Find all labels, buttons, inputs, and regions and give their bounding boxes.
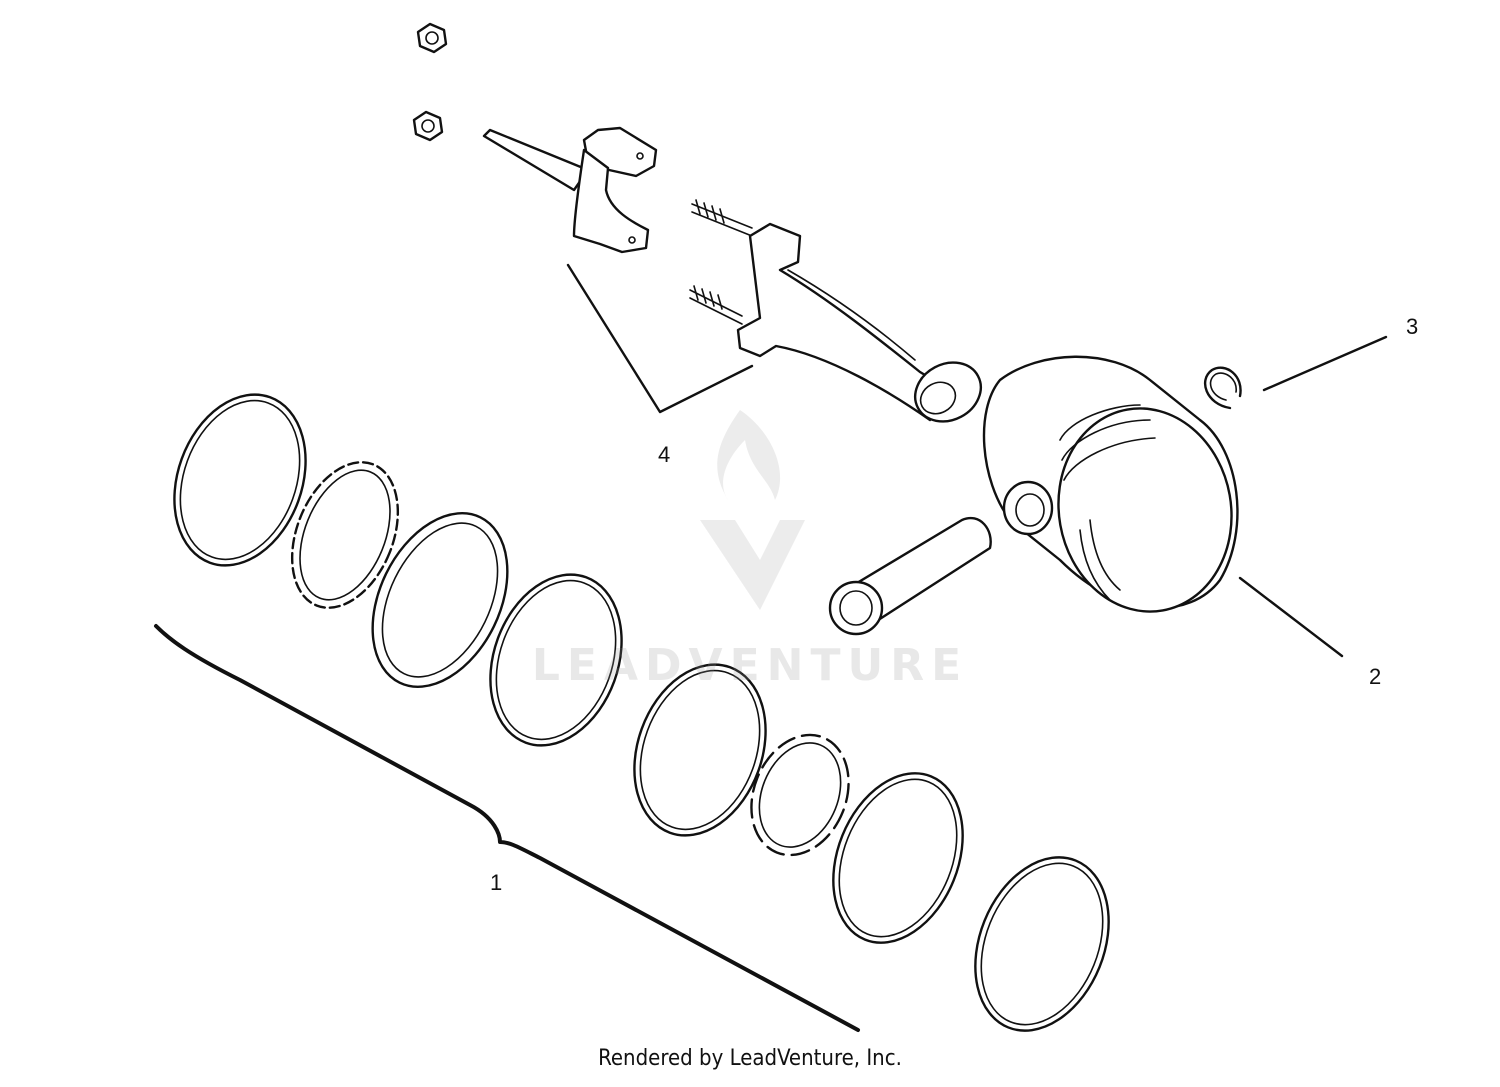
ring-oil-1 <box>371 512 509 688</box>
ring-compression-2 <box>489 573 623 747</box>
piston <box>982 355 1239 613</box>
ring-compression-4 <box>832 772 964 944</box>
rod-cap <box>482 126 658 254</box>
callout-3-label: 3 <box>1406 314 1418 339</box>
piston-pin <box>828 516 992 636</box>
connecting-rod <box>689 199 982 423</box>
callout-2-label: 2 <box>1369 664 1381 689</box>
ring-expander-1 <box>290 461 400 609</box>
callout-3-leader <box>1262 335 1388 392</box>
ring-compression-3 <box>633 663 767 837</box>
callout-1-label: 1 <box>490 870 502 895</box>
callout-4-label: 4 <box>658 442 670 467</box>
leadventure-logo-watermark <box>700 410 805 610</box>
ring-expander-2 <box>750 733 850 857</box>
footer-credit: Rendered by LeadVenture, Inc. <box>598 1046 902 1071</box>
callout-1-brace <box>154 624 860 1032</box>
ring-compression-5 <box>974 856 1110 1032</box>
nut-lower <box>412 110 444 142</box>
watermark-text: LEADVENTURE <box>531 640 969 691</box>
nut-upper <box>416 22 448 54</box>
callout-2-leader <box>1238 576 1344 658</box>
ring-compression-1 <box>173 393 307 567</box>
callout-4-leader <box>566 263 754 414</box>
snap-ring <box>1203 366 1242 410</box>
